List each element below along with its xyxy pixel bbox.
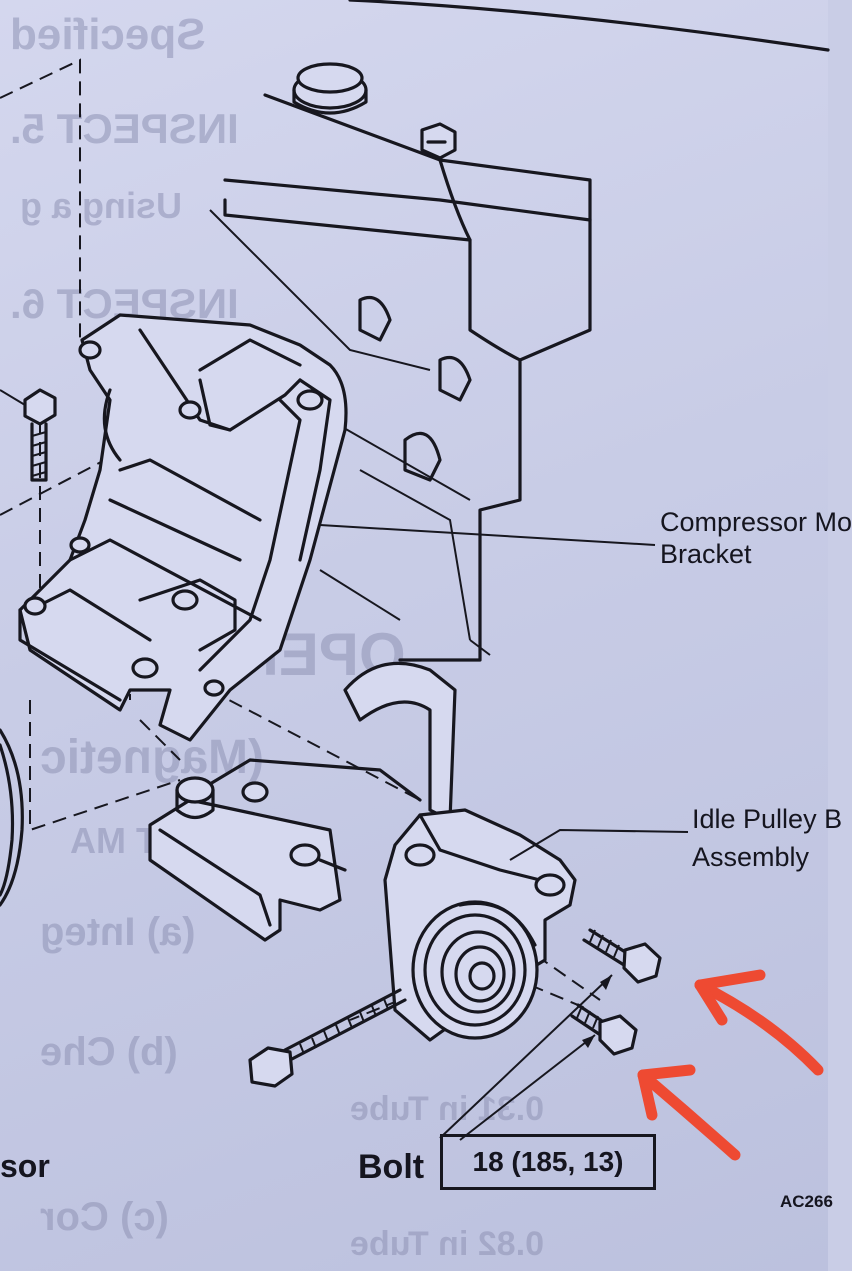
engine-block	[209, 62, 592, 662]
drive-pulley-edge	[0, 728, 24, 907]
exploded-diagram	[0, 0, 830, 1161]
label-bolt: Bolt	[358, 1148, 425, 1186]
idle-pulley-bracket-assembly	[383, 808, 689, 1042]
red-annotation-arrows	[637, 969, 824, 1161]
label-line: Idle Pulley B	[692, 804, 843, 834]
compressor-mounting-bracket	[18, 313, 656, 742]
idle-pulley-bolts	[570, 928, 662, 1056]
adjusting-bolt	[248, 988, 407, 1088]
left-text-fragment: sor	[0, 1148, 50, 1184]
bolt-callout-lines	[439, 974, 613, 1141]
bracket-bolt-left	[0, 388, 57, 482]
label-compressor-mounting-bracket: Compressor Mo Bracket	[660, 506, 852, 570]
label-line: Assembly	[692, 842, 810, 872]
label-line: Compressor Mo	[660, 507, 852, 537]
bolt-torque-spec: 18 (185, 13)	[440, 1134, 656, 1190]
red-arrow-lower	[637, 1069, 741, 1161]
page-curve-edge	[348, 0, 830, 52]
label-line: Bracket	[660, 539, 752, 569]
label-idle-pulley-bracket-assembly: Idle Pulley B Assembly	[692, 800, 842, 876]
idle-pulley-base-plate	[148, 661, 457, 942]
red-arrow-upper	[694, 979, 824, 1076]
figure-code: AC266	[780, 1192, 833, 1211]
